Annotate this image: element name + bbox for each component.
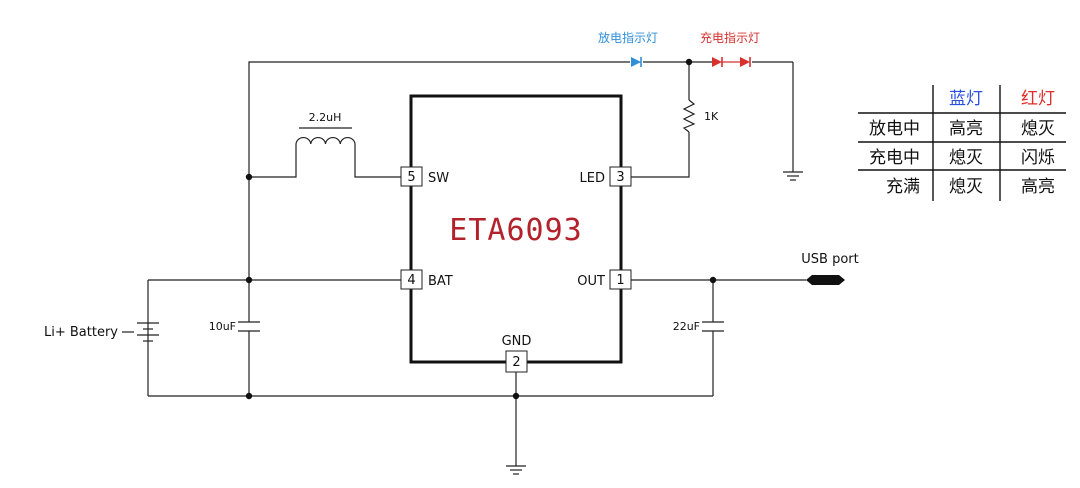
cap-out-value: 22uF — [673, 320, 700, 333]
junction-dots — [245, 58, 717, 400]
table-row-blue: 熄灭 — [949, 177, 983, 197]
table-row-state: 充电中 — [869, 148, 920, 168]
table-row-red: 闪烁 — [1021, 148, 1055, 168]
table-row-state: 放电中 — [869, 119, 920, 139]
resistor-zigzag — [682, 99, 696, 133]
charge-led-2-icon — [740, 57, 751, 67]
battery-symbol — [122, 322, 159, 342]
table-row-state: 充满 — [886, 177, 920, 197]
pin-sw-name: SW — [428, 171, 449, 186]
discharge-led-label: 放电指示灯 — [598, 30, 658, 45]
discharge-led-icon — [631, 57, 642, 67]
wires — [147, 61, 806, 466]
chip-name: ETA6093 — [449, 213, 582, 248]
pin-gnd-number: 2 — [512, 355, 520, 370]
battery-label: Li+ Battery — [44, 325, 118, 340]
table-row-red: 熄灭 — [1021, 119, 1055, 139]
table-row-red: 高亮 — [1021, 177, 1055, 197]
pin-sw-number: 5 — [407, 170, 415, 185]
pin-led-name: LED — [580, 171, 605, 186]
pin-led-number: 3 — [616, 170, 624, 185]
cap-in — [238, 321, 260, 332]
resistor-value: 1K — [704, 110, 719, 123]
inductor-coil — [295, 136, 356, 145]
cap-out — [702, 321, 724, 332]
table-row-blue: 高亮 — [949, 119, 983, 139]
inductor-value: 2.2uH — [309, 111, 342, 124]
pin-bat-name: BAT — [428, 274, 453, 289]
pin-out-number: 1 — [616, 273, 624, 288]
cap-in-value: 10uF — [209, 320, 236, 333]
charge-led-label: 充电指示灯 — [700, 30, 760, 45]
pin-bat-number: 4 — [407, 273, 415, 288]
table-row-blue: 熄灭 — [949, 148, 983, 168]
status-table: 蓝灯 红灯 放电中 高亮 熄灭 充电中 熄灭 闪烁 充满 熄灭 高亮 — [858, 85, 1066, 201]
usb-port-label: USB port — [801, 252, 858, 267]
ground-bottom-icon — [506, 465, 526, 475]
pin-gnd-name: GND — [502, 334, 532, 349]
table-header-red: 红灯 — [1021, 89, 1055, 109]
table-header-blue: 蓝灯 — [949, 89, 983, 109]
ground-right-icon — [783, 171, 803, 181]
pin-out-name: OUT — [577, 274, 605, 289]
charge-led-1-icon — [712, 57, 723, 67]
usb-port-connector — [806, 275, 845, 285]
